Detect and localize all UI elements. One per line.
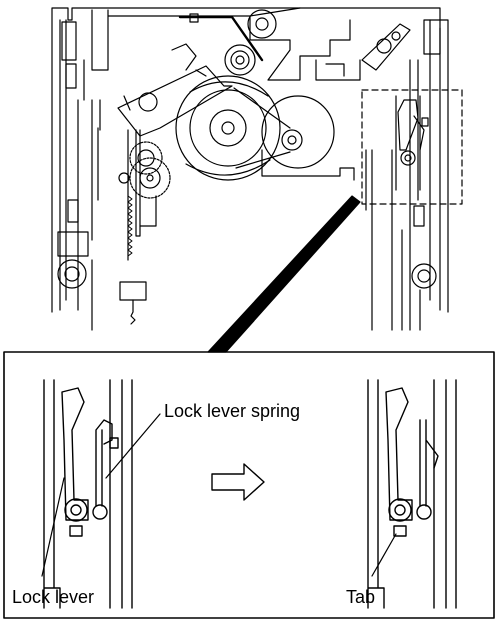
label-lock-lever-spring: Lock lever spring — [164, 401, 301, 421]
tab-before — [69, 525, 83, 537]
pulley-top-outer — [247, 9, 277, 39]
right-boss-inner — [417, 269, 431, 283]
right-slot-2 — [413, 205, 425, 227]
left-slot-1 — [61, 21, 77, 61]
leader-tab — [371, 533, 397, 577]
rack-bar — [127, 129, 141, 261]
motor-pulley-outer — [281, 129, 303, 151]
arm-bracket — [123, 43, 207, 111]
pulley-2-inner — [235, 55, 245, 65]
right-boss-outer — [411, 263, 437, 289]
top-right-bracket — [315, 59, 361, 81]
callout-funnel — [207, 195, 361, 353]
motor-pulley-inner — [287, 135, 297, 145]
callout-mini-lever — [395, 95, 429, 191]
pulley-2-mid — [230, 50, 250, 70]
gear-lower-inner — [139, 167, 161, 189]
top-right-lever — [361, 23, 411, 71]
left-boss-inner — [64, 266, 80, 282]
lock-lever-spring-after — [419, 419, 439, 507]
rack-tail — [130, 299, 136, 325]
top-plate — [91, 7, 351, 81]
lock-lever-pivot-before — [64, 498, 88, 522]
top-clip — [189, 13, 199, 23]
small-pin — [118, 172, 130, 184]
left-box — [57, 231, 89, 257]
leader-lock-lever-spring — [105, 413, 161, 479]
motor-housing — [261, 149, 355, 181]
gear-small-outer — [129, 141, 163, 175]
after-state-drawing — [367, 379, 457, 609]
left-slot-3 — [67, 199, 79, 223]
right-outline-arrow-icon — [211, 463, 265, 501]
before-state-drawing — [43, 379, 133, 609]
right-slot-1 — [423, 19, 441, 55]
spring-roller-after — [416, 504, 432, 520]
frame-outline — [51, 7, 449, 313]
lock-lever-body-after — [385, 387, 413, 521]
pulley-2-outer — [224, 44, 256, 76]
right-inner-rails — [365, 59, 421, 331]
rack-teeth — [127, 195, 133, 257]
flywheel-ring — [189, 89, 267, 167]
spring-hook-before — [109, 437, 119, 449]
gear-lower-center — [146, 174, 154, 182]
label-tab: Tab — [346, 587, 376, 607]
lock-lever-pivot-inner-after — [394, 504, 406, 516]
swing-arm — [117, 65, 233, 137]
lock-lever-pivot-after — [388, 498, 412, 522]
arm-pivot — [138, 92, 158, 112]
flywheel-hub — [209, 109, 247, 147]
lock-lever-pivot-inner-before — [70, 504, 82, 516]
enlarged-detail-frame — [3, 351, 495, 619]
motor-body — [261, 95, 335, 169]
lock-lever-body-before — [61, 387, 89, 521]
pulley-top-inner — [255, 17, 269, 31]
top-right-pivot — [376, 38, 392, 54]
tab-after — [393, 525, 407, 537]
left-inner-rails — [77, 59, 101, 331]
gear-lower-outer — [129, 157, 171, 199]
top-wire — [178, 15, 264, 62]
rack-weight — [119, 281, 147, 301]
label-lock-lever: Lock lever — [12, 587, 95, 607]
spring-roller-before — [92, 504, 108, 520]
detail-callout-box — [361, 89, 463, 205]
drive-belt — [233, 87, 291, 169]
flywheel-outer — [175, 75, 281, 181]
top-right-pivot-2 — [391, 31, 401, 41]
leader-lock-lever — [41, 477, 65, 577]
rack-guide — [97, 127, 157, 227]
left-boss-outer — [57, 259, 87, 289]
flywheel-center — [221, 121, 235, 135]
left-slot-2 — [65, 63, 77, 89]
upper-mechanism-drawing — [51, 7, 449, 331]
